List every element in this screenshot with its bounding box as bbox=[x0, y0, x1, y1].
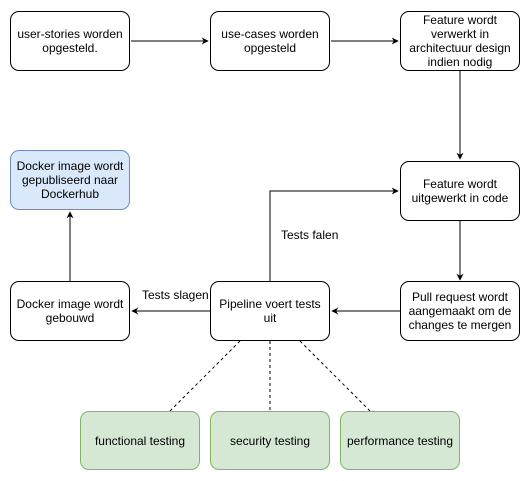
node-pipeline: Pipeline voert tests uit bbox=[210, 281, 330, 341]
node-feature-code: Feature wordt uitgewerkt in code bbox=[400, 161, 520, 221]
label-tests-pass: Tests slagen bbox=[142, 288, 209, 302]
node-security-testing: security testing bbox=[210, 411, 330, 470]
node-functional-testing: functional testing bbox=[80, 411, 200, 470]
node-performance-testing: performance testing bbox=[340, 411, 460, 470]
link-pipeline-functional-testing bbox=[169, 340, 241, 412]
node-user-stories: user-stories worden opgesteld. bbox=[10, 11, 130, 71]
node-pull-request: Pull request wordt aangemaakt om de chan… bbox=[400, 281, 520, 341]
label-tests-fail: Tests falen bbox=[281, 228, 339, 242]
node-docker-build: Docker image wordt gebouwd bbox=[10, 281, 130, 341]
link-pipeline-performance-testing bbox=[299, 340, 371, 412]
node-docker-publish: Docker image wordt gepubliseerd naar Doc… bbox=[10, 150, 130, 210]
node-use-cases: use-cases worden opgesteld bbox=[210, 11, 330, 71]
node-feature-architecture: Feature wordt verwerkt in architectuur d… bbox=[400, 11, 520, 71]
arrow-pipeline-to-code-tests-fail bbox=[269, 187, 399, 281]
